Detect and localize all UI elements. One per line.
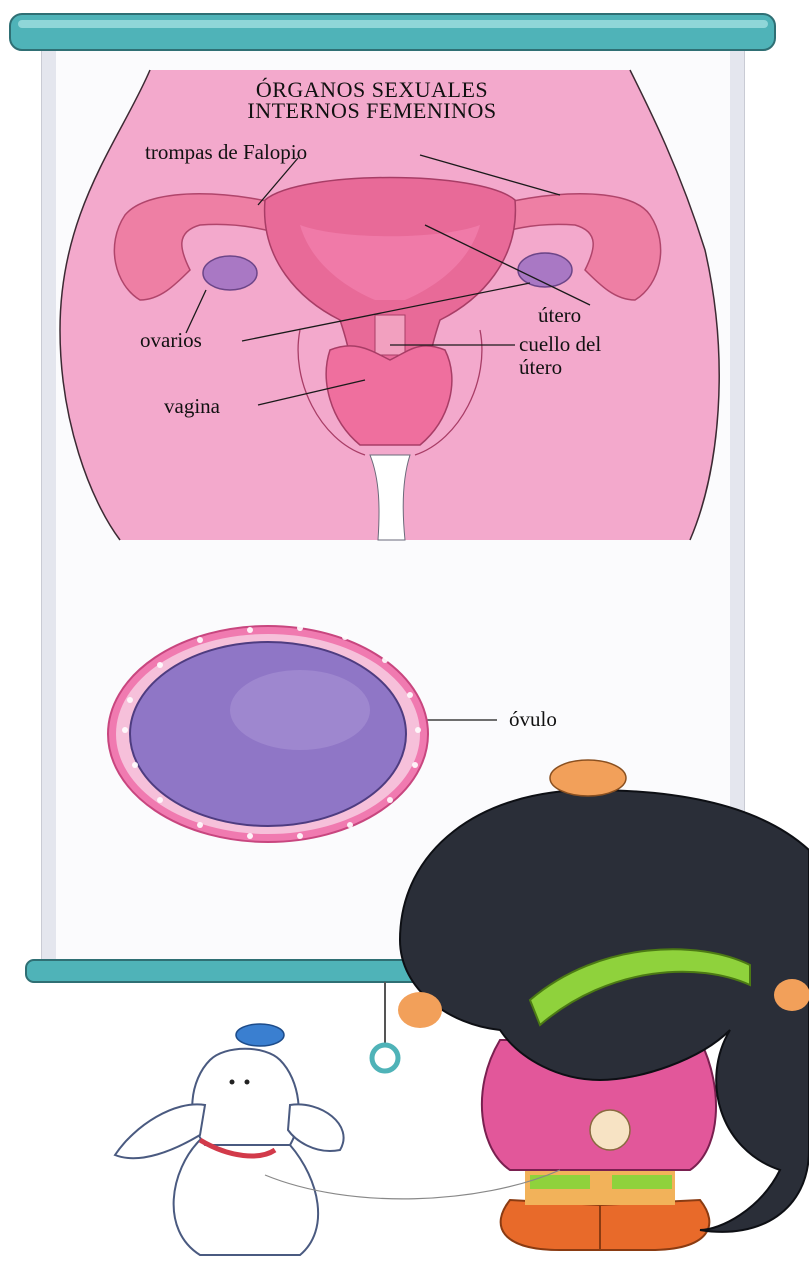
label-ovaries: ovarios: [140, 328, 202, 352]
ovary-left: [203, 256, 257, 290]
label-fallopian-tubes: trompas de Falopio: [145, 140, 307, 164]
label-cervix-line1: cuello del: [519, 332, 601, 356]
label-ovum: óvulo: [509, 707, 557, 731]
ovary-right: [518, 253, 572, 287]
cervix: [375, 315, 405, 355]
label-uterus: útero: [538, 303, 581, 327]
ovum: [108, 625, 428, 842]
label-cervix-line2: útero: [519, 355, 562, 379]
top-roller: [10, 14, 775, 50]
vagina-shape: [326, 346, 452, 445]
label-vagina: vagina: [164, 394, 221, 418]
girl-character: [398, 760, 809, 1250]
diagram-title-line2: INTERNOS FEMENINOS: [247, 98, 496, 123]
